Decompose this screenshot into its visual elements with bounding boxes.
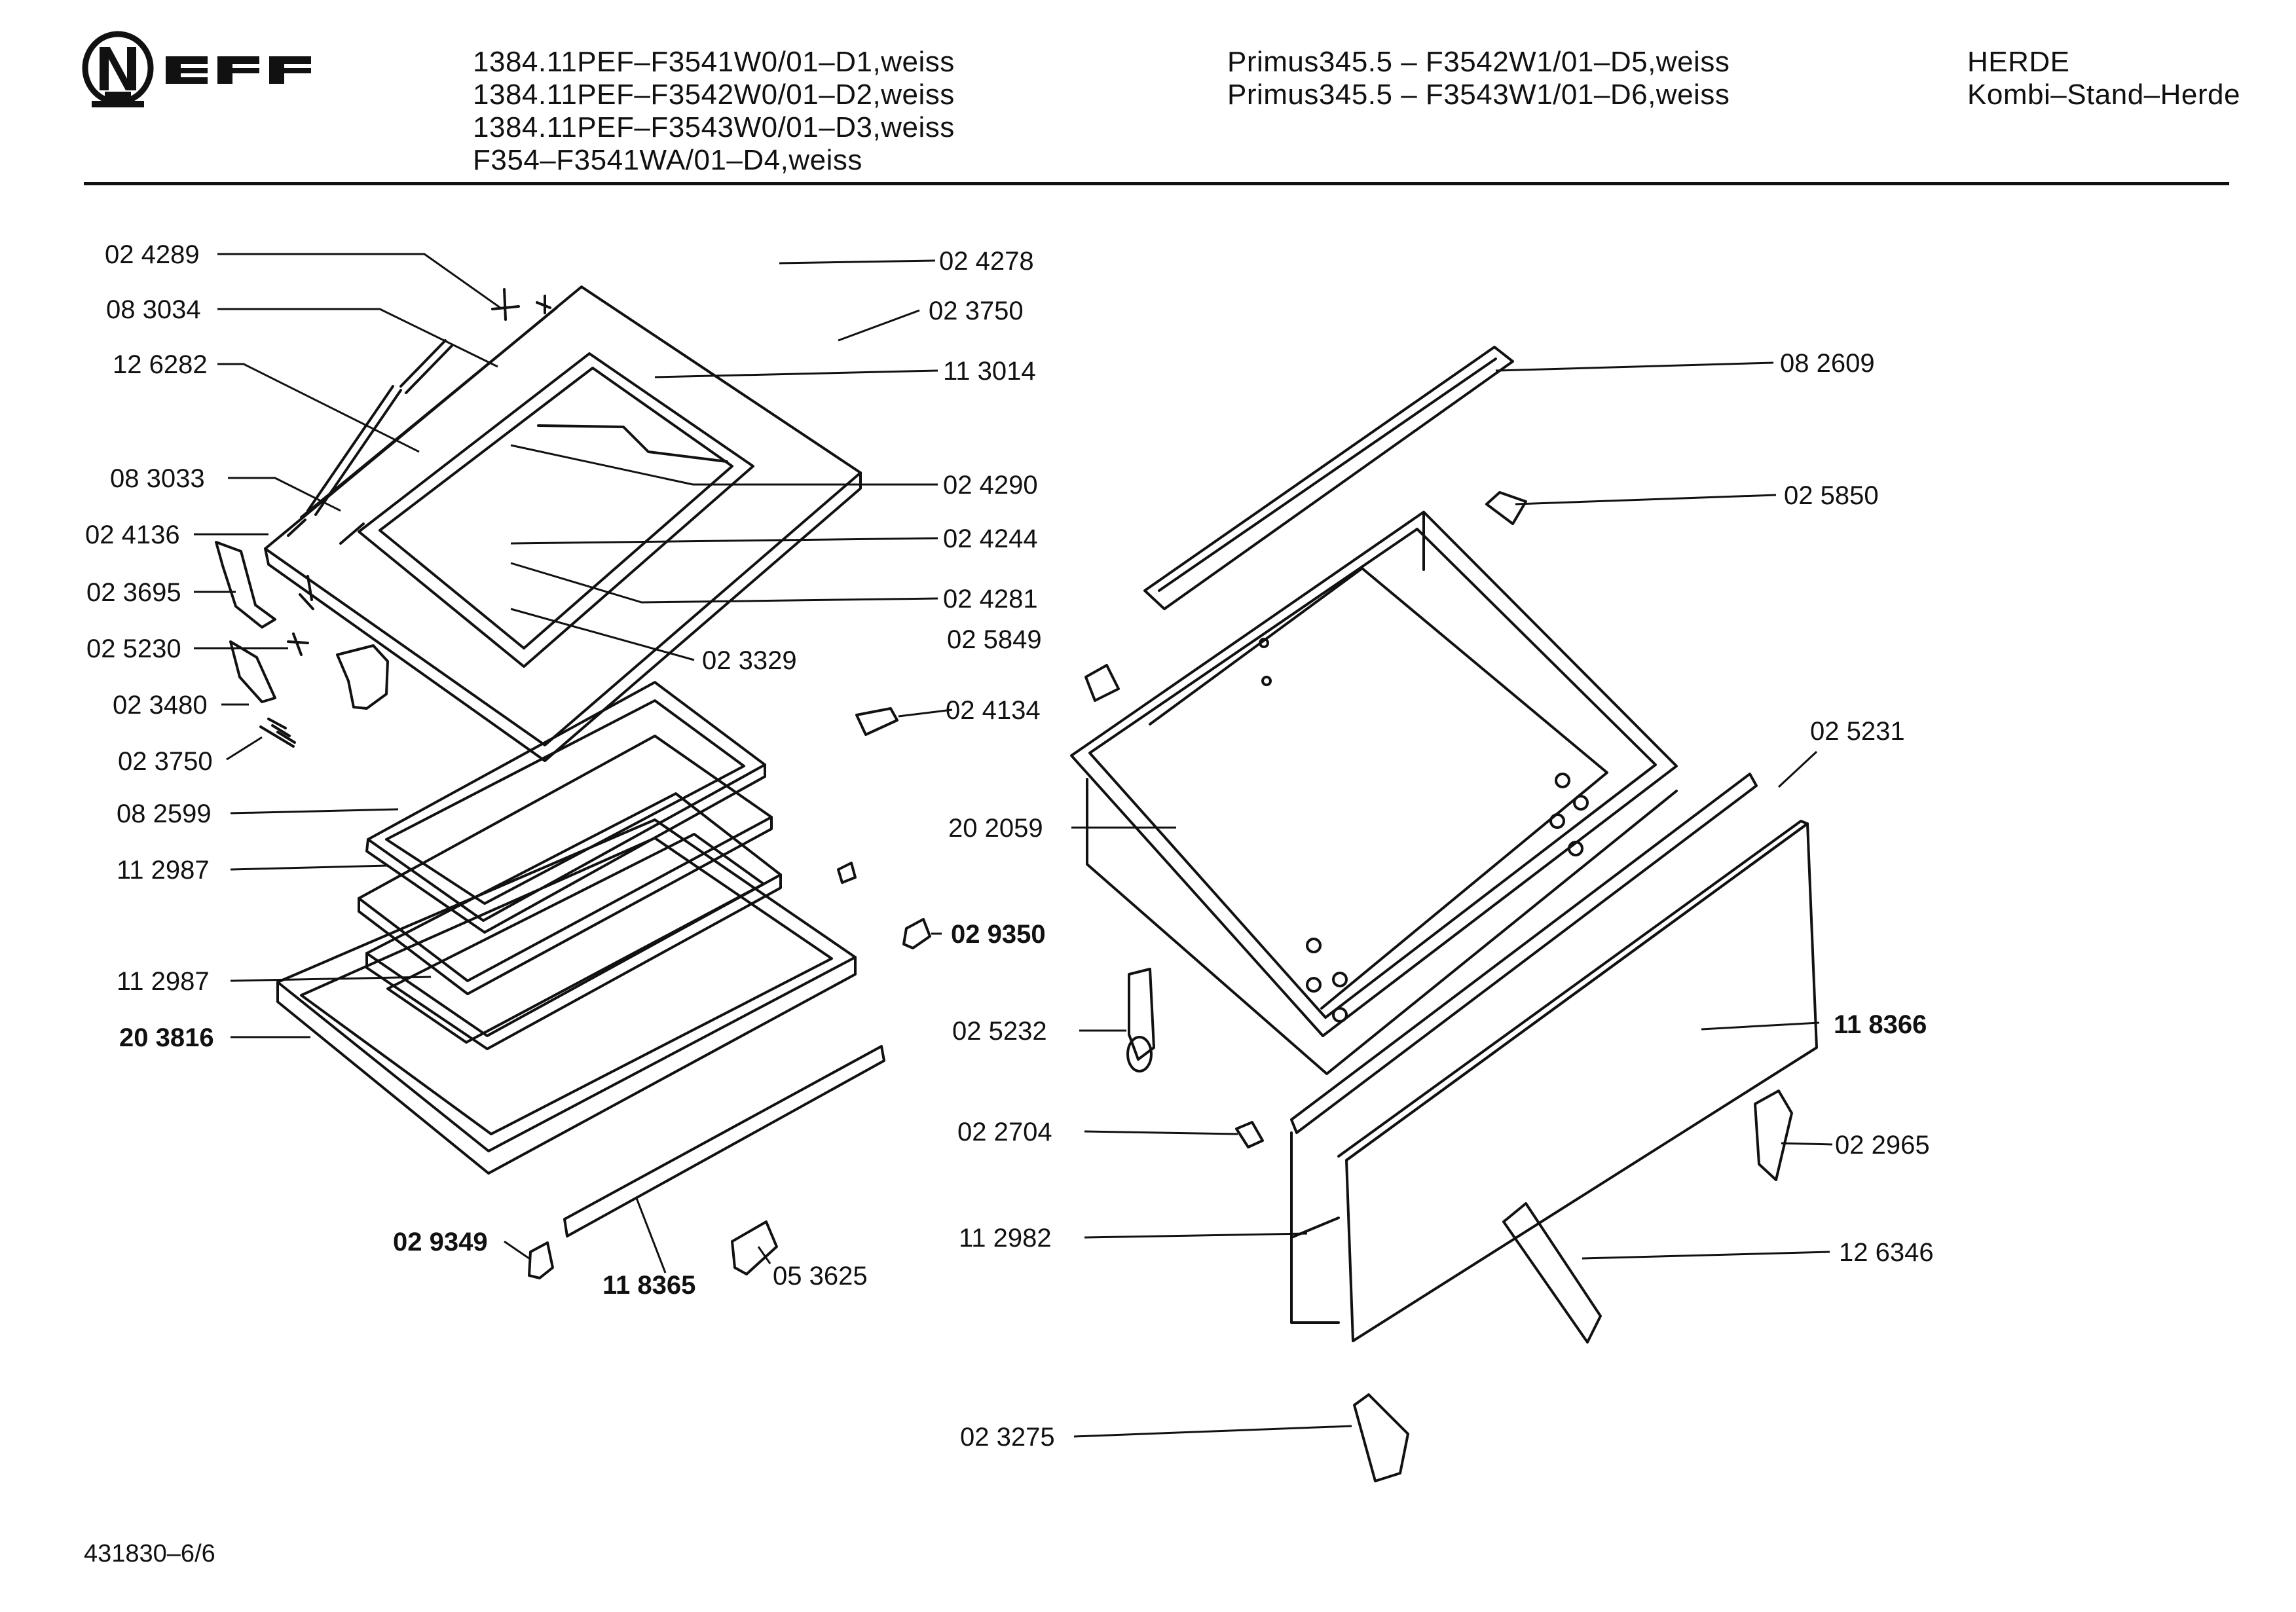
- neff-logo: [82, 31, 311, 107]
- part-label: 11 2987: [117, 856, 210, 885]
- model-line: 1384.11PEF–F3541W0/01–D1,weiss: [473, 46, 955, 78]
- part-label: 02 4289: [105, 240, 200, 269]
- part-label: 02 4136: [85, 521, 180, 549]
- door-glass-panes: [358, 681, 782, 1050]
- part-label: 02 3329: [702, 646, 797, 675]
- drawer-brackets: [1084, 491, 1793, 1482]
- part-label: 02 4134: [946, 696, 1041, 725]
- part-label: 20 3816: [119, 1023, 214, 1052]
- model-line: Primus345.5 – F3542W1/01–D5,weiss: [1227, 46, 1730, 78]
- product-category: HERDE Kombi–Stand–Herde: [1967, 46, 2240, 111]
- model-line: 1384.11PEF–F3543W0/01–D3,weiss: [473, 111, 955, 143]
- part-label: 02 3275: [960, 1423, 1055, 1452]
- header-rule: [84, 182, 2229, 185]
- part-label: 02 5230: [86, 634, 181, 663]
- category-line: Kombi–Stand–Herde: [1967, 79, 2240, 111]
- part-label: 02 4281: [943, 585, 1038, 614]
- part-label: 02 3695: [86, 578, 181, 607]
- part-label: 02 3480: [113, 691, 208, 720]
- part-label: 12 6282: [113, 350, 208, 379]
- drawing-number: 431830–6/6: [84, 1540, 215, 1567]
- part-label: 11 8365: [602, 1271, 695, 1300]
- part-label: 11 3014: [943, 357, 1036, 386]
- part-label: 02 5232: [952, 1017, 1047, 1046]
- model-line: F354–F3541WA/01–D4,weiss: [473, 144, 862, 176]
- part-label: 02 4244: [943, 524, 1038, 553]
- part-label: 02 5849: [947, 625, 1042, 654]
- part-label: 12 6346: [1839, 1238, 1934, 1267]
- small-clips: [528, 707, 931, 1279]
- model-list-left: 1384.11PEF–F3541W0/01–D1,weiss 1384.11PE…: [473, 46, 955, 177]
- drawer-fasteners: [1259, 638, 1589, 1023]
- part-label: 02 9350: [951, 920, 1046, 949]
- part-label: 11 8366: [1834, 1010, 1927, 1039]
- part-label: 11 2987: [117, 967, 210, 996]
- model-line: Primus345.5 – F3543W1/01–D6,weiss: [1227, 79, 1730, 111]
- drawer-top-rail: [1143, 346, 1514, 610]
- category-line: HERDE: [1967, 46, 2070, 78]
- part-label: 02 9349: [393, 1228, 488, 1256]
- part-label: 08 2599: [117, 799, 212, 828]
- part-label: 08 2609: [1780, 349, 1875, 378]
- part-labels: 02 4289 08 3034 12 6282 08 3033 02 4136 …: [85, 240, 1934, 1452]
- outer-door-panel: [276, 818, 885, 1237]
- model-line: 1384.11PEF–F3542W0/01–D2,weiss: [473, 79, 955, 111]
- part-label: 02 3750: [929, 297, 1024, 325]
- model-list-right: Primus345.5 – F3542W1/01–D5,weiss Primus…: [1227, 46, 1730, 111]
- part-label: 08 3033: [110, 464, 205, 493]
- part-label: 02 5850: [1784, 481, 1879, 510]
- part-label: 08 3034: [106, 295, 201, 324]
- part-label: 05 3625: [773, 1262, 868, 1291]
- part-label: 02 5231: [1810, 717, 1905, 746]
- drawer-front-panel: [1290, 773, 1818, 1342]
- storage-drawer: [1070, 511, 1678, 1075]
- part-label: 20 2059: [948, 814, 1043, 843]
- hinge-parts-left: [215, 288, 551, 748]
- door-frame-assembly: [264, 285, 862, 762]
- leader-lines: [194, 253, 1833, 1438]
- part-label: 02 2965: [1835, 1131, 1930, 1160]
- part-label: 02 4278: [939, 247, 1034, 276]
- part-label: 02 2704: [957, 1118, 1052, 1146]
- part-label: 11 2982: [959, 1224, 1052, 1253]
- part-label: 02 3750: [118, 747, 213, 776]
- part-label: 02 4290: [943, 471, 1038, 500]
